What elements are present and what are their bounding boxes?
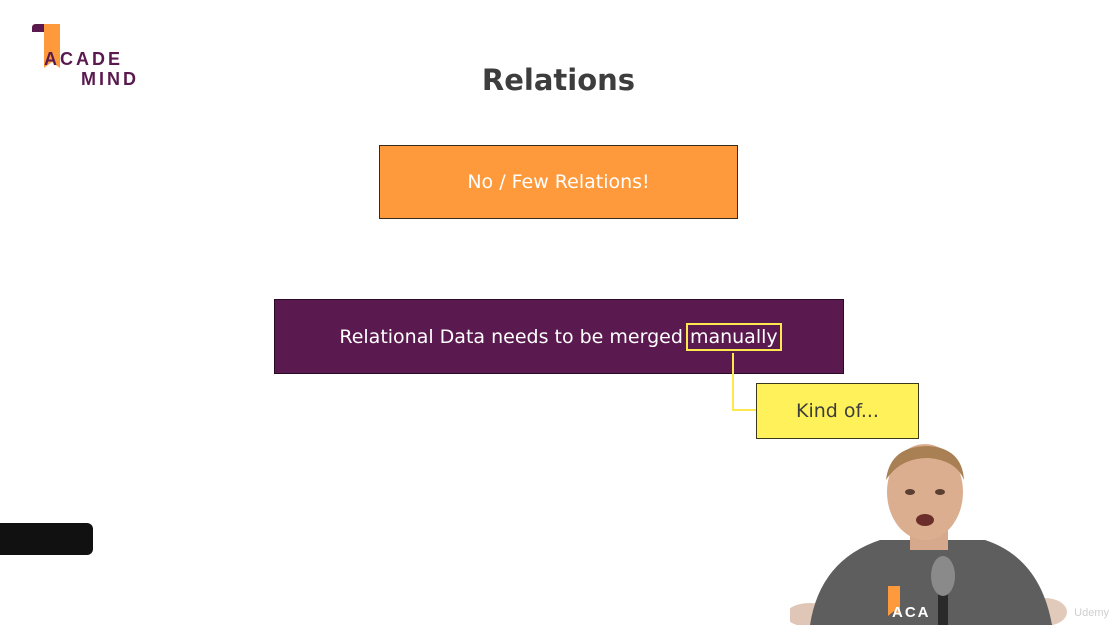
presenter-shirt-logo-text: ACA bbox=[892, 604, 931, 621]
presenter-video bbox=[790, 444, 1067, 625]
no-few-relations-label: No / Few Relations! bbox=[467, 171, 650, 193]
manually-highlight: manually bbox=[685, 322, 782, 351]
udemy-watermark: Udemy bbox=[1074, 607, 1109, 619]
kind-of-callout-box: Kind of... bbox=[756, 383, 919, 439]
kind-of-callout-label: Kind of... bbox=[796, 400, 879, 422]
logo-text-line1: ACADE bbox=[44, 49, 124, 69]
academind-logo-icon bbox=[32, 24, 60, 68]
slide-title: Relations bbox=[481, 63, 636, 97]
relational-data-text: Relational Data needs to be merged manua… bbox=[339, 322, 782, 351]
no-few-relations-box: No / Few Relations! bbox=[379, 145, 738, 219]
relational-data-box: Relational Data needs to be merged manua… bbox=[274, 299, 844, 374]
video-overlay-bar[interactable] bbox=[0, 523, 93, 555]
callout-connector-vertical bbox=[732, 353, 734, 410]
logo-text-line2: MIND bbox=[81, 69, 139, 89]
callout-connector-horizontal bbox=[732, 409, 757, 411]
relational-data-prefix: Relational Data needs to be merged bbox=[339, 325, 689, 348]
